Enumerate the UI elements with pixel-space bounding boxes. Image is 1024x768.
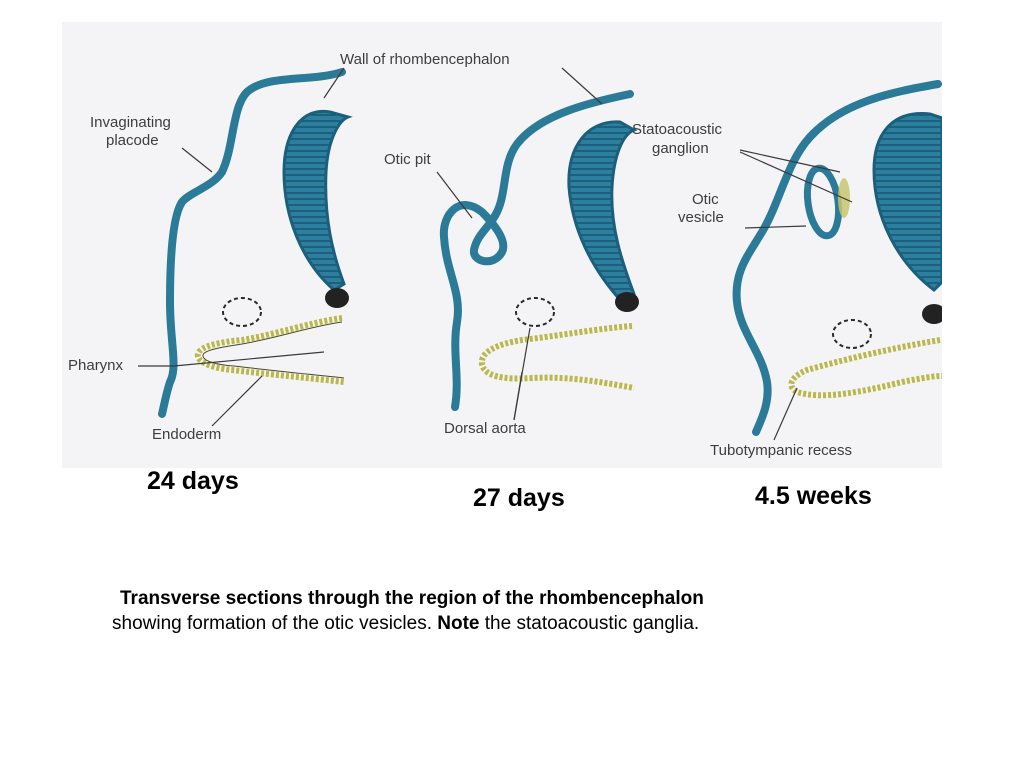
label-invaginating-placode: Invaginating placode: [90, 114, 175, 149]
leader-otic-pit: [436, 171, 473, 219]
caption-note-bold: Note: [437, 613, 480, 634]
dorsal-aorta-black-3: [922, 304, 942, 324]
leader-ganglion-2: [739, 151, 853, 203]
neural-wall-3: [872, 112, 942, 292]
dorsal-aorta-2: [515, 297, 555, 327]
embryology-figure: Wall of rhombencephalon Invaginating pla…: [62, 22, 942, 468]
leader-ganglion-1: [739, 149, 841, 173]
stage-age-4-5-weeks: 4.5 weeks: [755, 482, 872, 510]
leader-pharynx: [138, 351, 325, 367]
surface-ectoderm-2: [439, 90, 634, 411]
leader-endoderm: [211, 375, 263, 427]
otic-vesicle-3: [803, 164, 843, 240]
leader-wall-2: [561, 67, 603, 105]
label-dorsal-aorta: Dorsal aorta: [444, 420, 526, 437]
label-otic-pit: Otic pit: [384, 151, 432, 168]
dorsal-aorta-1: [222, 297, 262, 327]
leader-otic-vesicle: [744, 225, 807, 229]
dorsal-aorta-black-2: [615, 292, 639, 312]
panel-27-days: [439, 90, 639, 411]
label-statoacoustic-ganglion: Statoacoustic ganglion: [632, 121, 726, 157]
caption-line-2-end: the statoacoustic ganglia.: [479, 613, 700, 634]
panel-24-days: [158, 68, 353, 418]
label-pharynx: Pharynx: [68, 357, 124, 374]
endoderm-3: [788, 337, 942, 399]
figure-caption: Transverse sections through the region o…: [112, 586, 972, 636]
endoderm-1: [194, 315, 345, 385]
caption-line-2: showing formation of the otic vesicles. …: [112, 613, 699, 634]
stage-age-27-days: 27 days: [473, 484, 565, 512]
endoderm-inner-1: [202, 321, 345, 379]
panel-4-5-weeks: [732, 80, 942, 436]
leader-wall-1: [323, 67, 345, 99]
label-otic-vesicle: Otic vesicle: [678, 191, 724, 226]
caption-line-2-text: showing formation of the otic vesicles.: [112, 613, 438, 634]
dorsal-aorta-3: [832, 319, 872, 349]
leader-dorsal-aorta-2: [513, 371, 523, 421]
surface-ectoderm-1: [158, 68, 346, 418]
label-tubotympanic-recess: Tubotympanic recess: [710, 442, 852, 459]
otic-development-diagram: Wall of rhombencephalon Invaginating pla…: [62, 22, 942, 468]
caption-line-1: Transverse sections through the region o…: [120, 588, 704, 609]
dorsal-aorta-black-1: [325, 288, 349, 308]
label-endoderm: Endoderm: [152, 426, 221, 443]
surface-ectoderm-3: [732, 80, 942, 436]
stage-age-24-days: 24 days: [147, 467, 239, 495]
label-wall-of-rhombencephalon: Wall of rhombencephalon: [340, 51, 510, 68]
endoderm-2: [478, 323, 635, 391]
leader-placode: [181, 147, 213, 173]
leader-tubotympanic: [773, 387, 798, 441]
